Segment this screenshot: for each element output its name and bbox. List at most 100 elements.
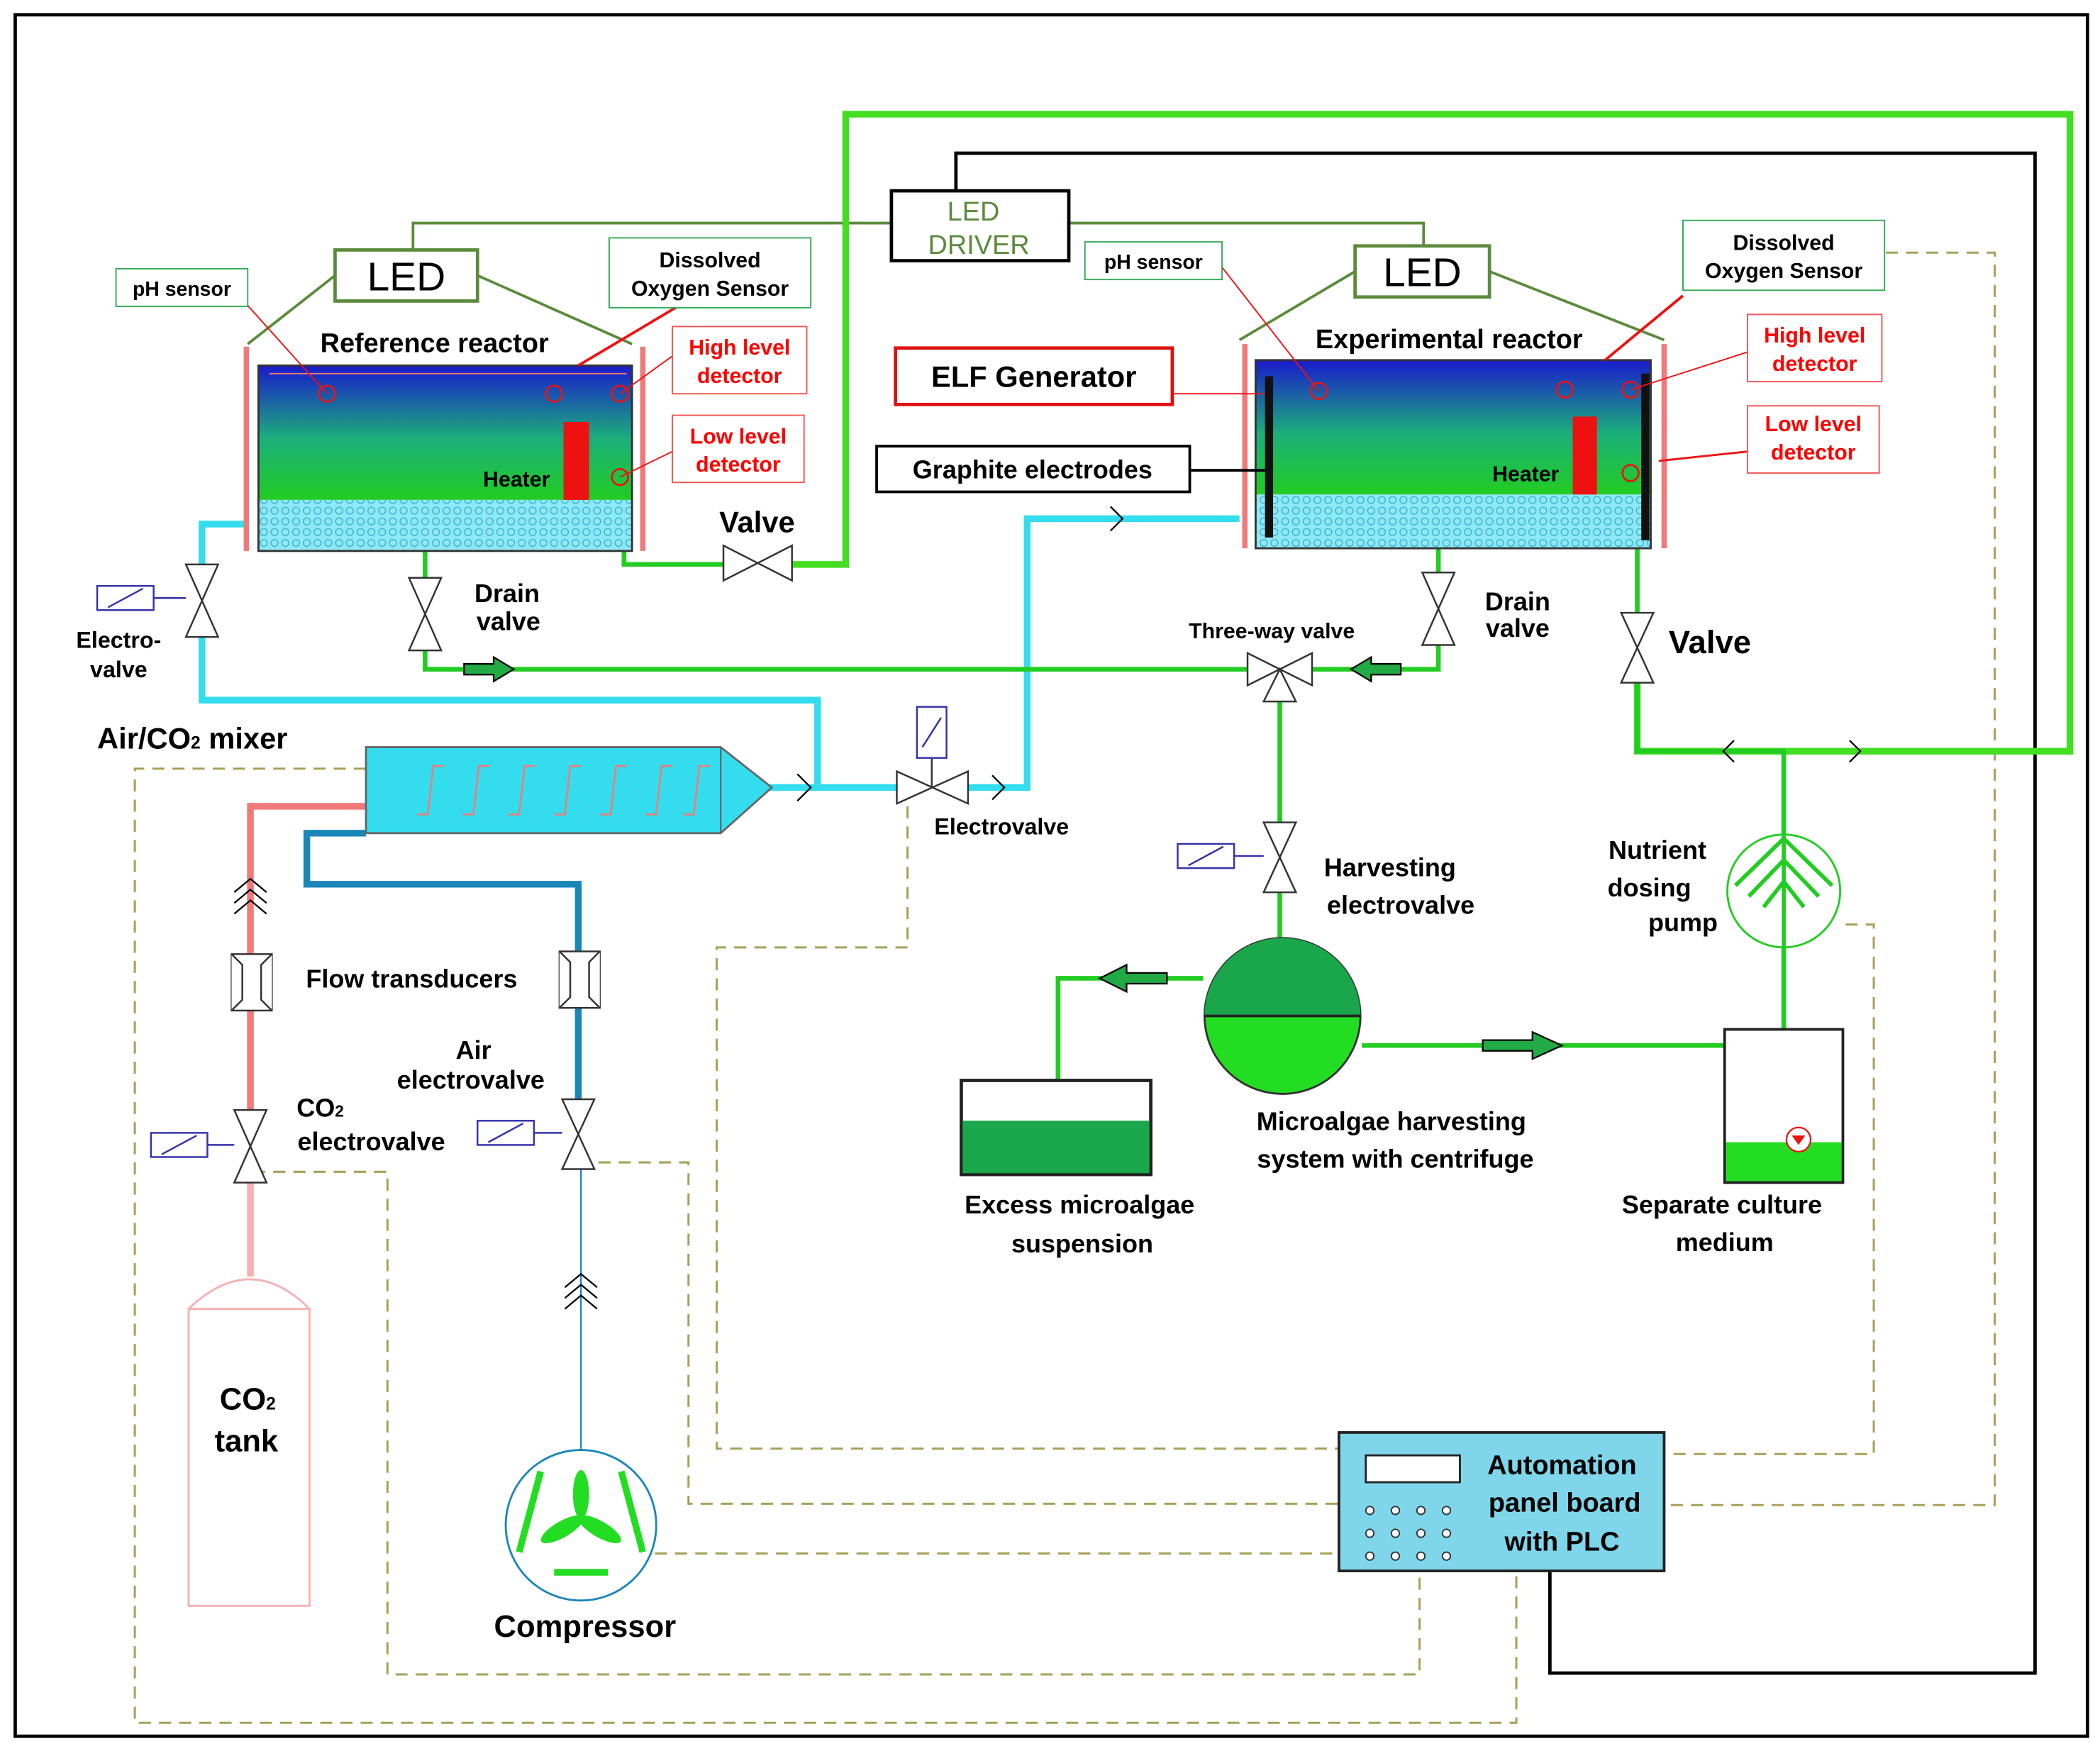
reference-reactor bbox=[243, 346, 646, 552]
outer-frame bbox=[13, 13, 2089, 1738]
compressor-label: Compressor bbox=[494, 1610, 677, 1644]
harvesting-electrovalve-label-2: electrovalve bbox=[1327, 891, 1474, 920]
flow-transducers bbox=[230, 950, 601, 1012]
excess-suspension-tank bbox=[960, 1079, 1152, 1177]
drain-valve-right-2: valve bbox=[1486, 613, 1550, 643]
low-level-right-1: Low level bbox=[1765, 413, 1862, 436]
harvesting-electrovalve-label-1: Harvesting bbox=[1324, 852, 1456, 882]
experimental-reactor-label: Experimental reactor bbox=[1316, 325, 1583, 355]
high-level-left-2: detector bbox=[697, 365, 782, 388]
three-way-valve bbox=[1246, 651, 1313, 703]
valve-top-label: Valve bbox=[719, 505, 795, 538]
electro-valve-label-2: valve bbox=[90, 657, 148, 682]
co2-electrovalve-label-1: CO2 bbox=[296, 1094, 344, 1123]
co2-electrovalve bbox=[233, 1108, 268, 1184]
flow-block-arrows bbox=[463, 655, 1565, 1060]
high-level-left-1: High level bbox=[689, 336, 790, 360]
centrifuge-label-1: Microalgae harvesting bbox=[1257, 1107, 1526, 1136]
plc-to-led-driver-line bbox=[954, 151, 2037, 1675]
culture-medium-label-1: Separate culture bbox=[1622, 1190, 1822, 1219]
drain-valve-left-1: Drain bbox=[474, 579, 540, 608]
plc-label-2: panel board bbox=[1489, 1489, 1641, 1518]
led-wires bbox=[247, 221, 1665, 345]
elf-generator-label: ELF Generator bbox=[931, 360, 1136, 394]
nutrient-pump-label-3: pump bbox=[1648, 908, 1718, 937]
flow-transducers-label: Flow transducers bbox=[306, 965, 517, 994]
low-level-right-2: detector bbox=[1771, 441, 1856, 465]
electrovalve-mid-label: Electrovalve bbox=[934, 814, 1069, 840]
led-driver-label-2: DRIVER bbox=[928, 230, 1030, 260]
culture-flow-markers bbox=[1722, 740, 1862, 763]
high-level-right-1: High level bbox=[1764, 324, 1865, 348]
air-electrovalve-label-1: Air bbox=[456, 1035, 491, 1065]
experimental-reactor bbox=[1242, 344, 1667, 550]
gas-lines bbox=[199, 515, 1240, 791]
do-right-label-2: Oxygen Sensor bbox=[1705, 260, 1862, 283]
heater-right bbox=[1572, 416, 1597, 495]
co2-electrovalve-label-2: electrovalve bbox=[298, 1127, 445, 1156]
graphite-electrode-left bbox=[1265, 376, 1274, 538]
ph-sensor-left-label: pH sensor bbox=[133, 278, 231, 301]
valve-right-label: Valve bbox=[1669, 624, 1751, 660]
excess-suspension-label-2: suspension bbox=[1011, 1229, 1153, 1258]
experimental-reactor-wall-right bbox=[1661, 344, 1667, 549]
valve-symbols bbox=[96, 544, 1655, 1184]
co2-tank-label-1: CO2 bbox=[220, 1383, 276, 1417]
reference-reactor-diffuser bbox=[258, 499, 633, 551]
graphite-electrode-right bbox=[1641, 373, 1650, 540]
drain-valve-left bbox=[407, 577, 443, 652]
electro-valve-left bbox=[184, 563, 220, 638]
heater-right-label: Heater bbox=[1492, 462, 1560, 486]
harvesting-centrifuge bbox=[1203, 937, 1362, 1095]
air-electrovalve-label-2: electrovalve bbox=[397, 1065, 545, 1094]
flow-chevrons bbox=[233, 877, 598, 1310]
led-right-label: LED bbox=[1383, 251, 1462, 296]
valve-top bbox=[722, 544, 793, 582]
reference-reactor-wall-left bbox=[243, 346, 250, 551]
label-boxes bbox=[115, 189, 1886, 494]
sensor-icons bbox=[318, 384, 629, 487]
culture-medium-label-2: medium bbox=[1676, 1228, 1774, 1257]
led-left-label: LED bbox=[367, 255, 446, 299]
excess-suspension-label-1: Excess microalgae bbox=[965, 1190, 1194, 1219]
harvesting-electrovalve bbox=[1262, 821, 1298, 894]
nutrient-pump-label-2: dosing bbox=[1608, 873, 1691, 902]
drain-valve-left-2: valve bbox=[477, 607, 540, 636]
graphite-electrodes-label: Graphite electrodes bbox=[913, 455, 1152, 484]
leader-lines bbox=[243, 261, 1748, 478]
air-co2-mixer-label: Air/CO2 mixer bbox=[97, 721, 287, 755]
three-way-valve-label: Three-way valve bbox=[1189, 620, 1355, 643]
high-level-right-2: detector bbox=[1772, 352, 1857, 376]
do-left-label-1: Dissolved bbox=[660, 249, 761, 272]
air-electrovalve bbox=[560, 1098, 596, 1170]
experimental-reactor-diffuser bbox=[1255, 494, 1651, 549]
centrifuge-label-2: system with centrifuge bbox=[1257, 1145, 1533, 1174]
do-right-label-1: Dissolved bbox=[1733, 231, 1835, 255]
reference-reactor-label: Reference reactor bbox=[321, 328, 549, 358]
plc-display bbox=[1365, 1454, 1461, 1484]
drain-valve-right-1: Drain bbox=[1485, 587, 1550, 616]
experimental-reactor-wall-left bbox=[1242, 344, 1248, 549]
reference-reactor-wall-right bbox=[640, 346, 646, 551]
ph-sensor-right-label: pH sensor bbox=[1104, 251, 1203, 274]
led-driver-label-1: LED bbox=[948, 197, 1000, 227]
do-left-label-2: Oxygen Sensor bbox=[631, 277, 789, 301]
gas-flow-arrows bbox=[796, 506, 1124, 802]
co2-tank-label-2: tank bbox=[215, 1424, 279, 1458]
valve-right bbox=[1619, 611, 1655, 684]
heater-left bbox=[563, 421, 589, 500]
air-co2-mixer bbox=[365, 746, 774, 835]
control-signal-lines bbox=[133, 251, 1996, 1724]
plc-label-1: Automation bbox=[1487, 1451, 1636, 1481]
plc-label-3: with PLC bbox=[1504, 1528, 1619, 1557]
co2-tank bbox=[187, 1278, 311, 1607]
automation-panel bbox=[1337, 1431, 1666, 1572]
electro-valve-label-1: Electro- bbox=[76, 627, 161, 652]
culture-medium-tank bbox=[1723, 1028, 1845, 1184]
nutrient-pump-label-1: Nutrient bbox=[1609, 835, 1706, 865]
compressor bbox=[504, 1449, 657, 1602]
low-level-left-1: Low level bbox=[690, 425, 787, 448]
drain-valve-right bbox=[1421, 571, 1456, 646]
low-level-left-2: detector bbox=[696, 453, 781, 477]
